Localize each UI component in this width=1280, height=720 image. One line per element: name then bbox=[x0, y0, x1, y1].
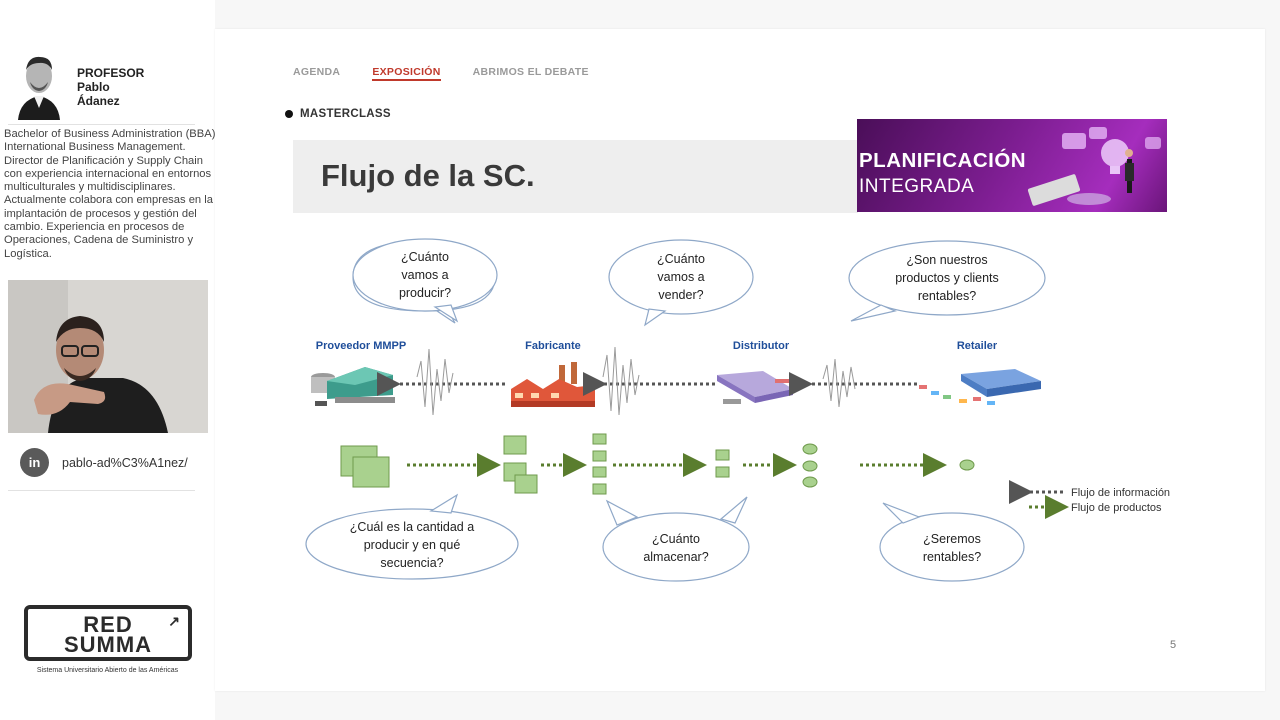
page-number: 5 bbox=[1170, 639, 1177, 651]
legend: Flujo de información Flujo de productos bbox=[1009, 480, 1170, 519]
bottom-bubble-1-line-2: producir y en qué bbox=[364, 538, 461, 552]
top-bubble-3-line-2: productos y clients bbox=[895, 271, 999, 285]
demand-signal bbox=[602, 346, 640, 416]
top-bubble-rentables: ¿Son nuestros productos y clients rentab… bbox=[848, 240, 1046, 322]
node-label-proveedor: Proveedor MMPP bbox=[316, 340, 406, 352]
supply-chain-diagram: ¿Cuánto vamos a producir? ¿Cuánto vamos … bbox=[305, 238, 1170, 582]
planificacion-banner: PLANIFICACIÓN INTEGRADA bbox=[857, 119, 1167, 212]
node-label-fabricante: Fabricante bbox=[525, 340, 581, 352]
retail-store-icon bbox=[919, 369, 1041, 405]
divider bbox=[8, 124, 195, 125]
bottom-bubble-1-line-3: secuencia? bbox=[380, 556, 443, 570]
nav-agenda[interactable]: AGENDA bbox=[293, 66, 341, 78]
distribution-center-icon bbox=[717, 371, 793, 404]
section-label: MASTERCLASS bbox=[285, 108, 391, 120]
linkedin-link[interactable]: in pablo-ad%C3%A1nez/ bbox=[20, 448, 188, 477]
professor-last-name: Ádanez bbox=[77, 94, 120, 108]
top-bubble-3-line-1: ¿Son nuestros bbox=[906, 253, 987, 267]
professor-avatar bbox=[10, 48, 68, 120]
bullet-icon bbox=[285, 110, 293, 118]
professor-bio: Bachelor of Business Administration (BBA… bbox=[4, 128, 216, 260]
nav-debate[interactable]: ABRIMOS EL DEBATE bbox=[472, 66, 589, 78]
bottom-bubble-almacenar: ¿Cuánto almacenar? bbox=[602, 496, 750, 582]
factory-icon bbox=[511, 362, 595, 407]
top-bubble-2-line-3: vender? bbox=[658, 288, 703, 302]
section-text: MASTERCLASS bbox=[300, 108, 391, 120]
banner-illustration bbox=[1027, 127, 1161, 206]
title-band: Flujo de la SC. bbox=[293, 140, 858, 213]
bottom-bubble-2-line-1: ¿Cuánto bbox=[652, 532, 700, 546]
top-bubble-vender: ¿Cuánto vamos a vender? bbox=[608, 239, 754, 327]
logo-line-2: SUMMA bbox=[63, 632, 153, 657]
webcam-feed bbox=[8, 280, 208, 433]
professor-first-name: Pablo bbox=[77, 80, 110, 94]
logo-line-1: RED bbox=[83, 612, 133, 637]
product-boxes-raw bbox=[340, 445, 390, 488]
webcam-video bbox=[8, 280, 208, 433]
divider bbox=[8, 490, 195, 491]
banner-line-2: INTEGRADA bbox=[859, 176, 975, 197]
node-label-retailer: Retailer bbox=[957, 340, 998, 352]
product-boxes-distributor bbox=[715, 449, 730, 478]
warehouse-icon bbox=[311, 367, 395, 406]
top-bubble-1-line-2: vamos a bbox=[401, 268, 448, 282]
legend-product-flow: Flujo de productos bbox=[1071, 502, 1162, 514]
bottom-bubble-3-line-2: rentables? bbox=[923, 550, 981, 564]
professor-name-block: PROFESOR Pablo Ádanez bbox=[77, 66, 144, 108]
linkedin-handle: pablo-ad%C3%A1nez/ bbox=[62, 455, 188, 470]
speaker-sidebar: PROFESOR Pablo Ádanez Bachelor of Busine… bbox=[0, 0, 215, 720]
bottom-bubble-2-line-2: almacenar? bbox=[643, 550, 708, 564]
logo-subtitle: Sistema Universitario Abierto de las Amé… bbox=[36, 667, 179, 674]
nav-exposicion[interactable]: EXPOSICIÓN bbox=[372, 66, 441, 81]
demand-signal bbox=[822, 358, 856, 408]
banner-line-1: PLANIFICACIÓN bbox=[859, 149, 1027, 172]
top-bubble-2-line-2: vamos a bbox=[657, 270, 704, 284]
professor-role: PROFESOR bbox=[77, 66, 145, 80]
slide-nav: AGENDA EXPOSICIÓN ABRIMOS EL DEBATE bbox=[293, 66, 589, 81]
top-bubble-2-line-1: ¿Cuánto bbox=[657, 252, 705, 266]
slide-title: Flujo de la SC. bbox=[321, 158, 535, 193]
top-bubble-producir: ¿Cuánto vamos a producir? bbox=[352, 238, 498, 324]
presentation-slide: AGENDA EXPOSICIÓN ABRIMOS EL DEBATE MAST… bbox=[215, 29, 1265, 691]
top-bubble-1-line-3: producir? bbox=[399, 286, 451, 300]
node-label-distributor: Distributor bbox=[733, 340, 790, 352]
bottom-bubble-1-line-1: ¿Cuál es la cantidad a bbox=[350, 520, 474, 534]
product-boxes-stack bbox=[592, 433, 607, 495]
product-dots bbox=[802, 443, 975, 488]
bottom-bubble-cantidad: ¿Cuál es la cantidad a producir y en qué… bbox=[305, 493, 519, 580]
legend-info-flow: Flujo de información bbox=[1071, 487, 1170, 499]
red-summa-logo: ↗ RED SUMMA bbox=[24, 605, 192, 661]
bottom-bubble-rentables: ¿Seremos rentables? bbox=[879, 502, 1025, 582]
bottom-bubble-3-line-1: ¿Seremos bbox=[923, 532, 981, 546]
top-bubble-3-line-3: rentables? bbox=[918, 289, 976, 303]
linkedin-icon: in bbox=[20, 448, 49, 477]
demand-signal bbox=[416, 348, 454, 416]
arrow-up-right-icon: ↗ bbox=[168, 613, 180, 629]
product-boxes-fabricante bbox=[503, 435, 538, 494]
top-bubble-1-line-1: ¿Cuánto bbox=[401, 250, 449, 264]
